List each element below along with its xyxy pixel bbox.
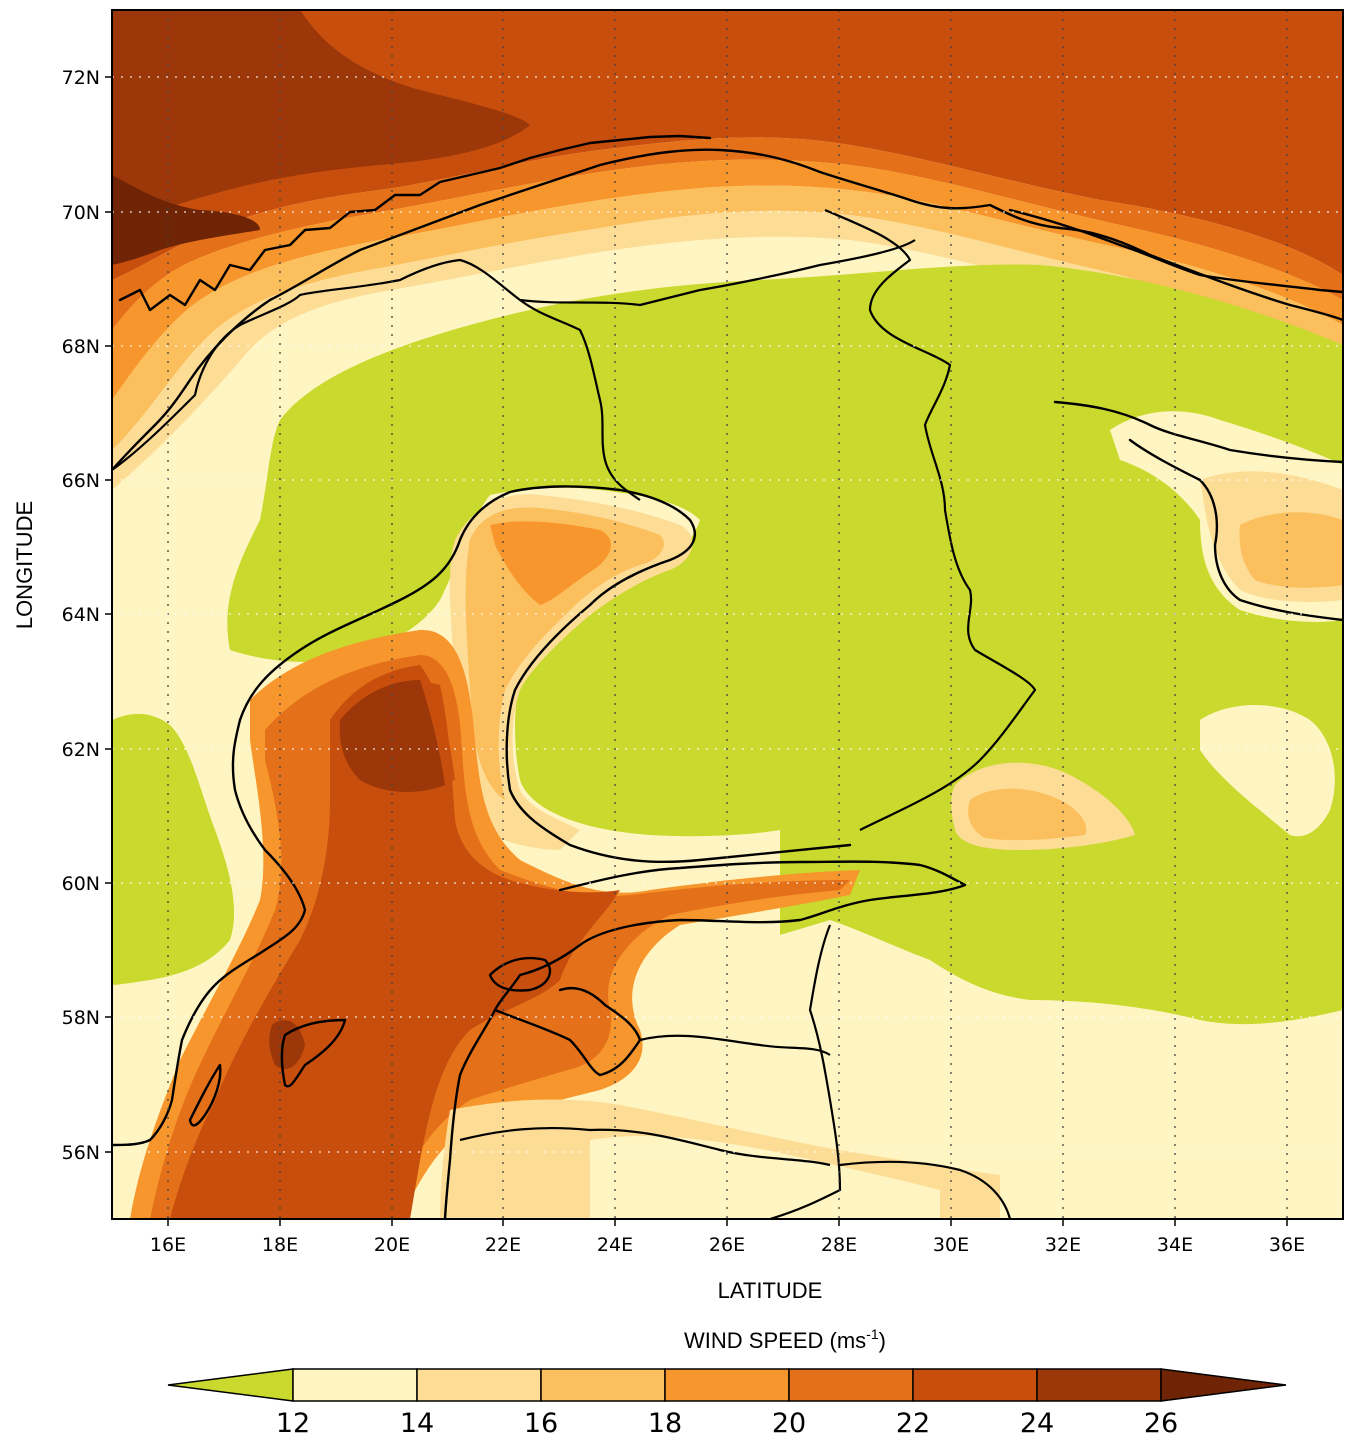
colorbar-label: 18 <box>648 1408 682 1439</box>
coastline-kola <box>1008 208 1343 294</box>
colorbar-swatch-16-18 <box>540 1368 666 1402</box>
x-tick-label: 30E <box>933 1234 969 1256</box>
contour-band-24-26-northwest <box>112 10 530 230</box>
colorbar-swatch-18-20 <box>664 1368 790 1402</box>
colorbar-label: 24 <box>1020 1408 1054 1439</box>
y-tick-label: 66N <box>62 470 100 492</box>
coastline-gulf-of-riga <box>493 986 642 1077</box>
coastline-gulf-of-bothnia <box>238 485 852 864</box>
contour-band-14-16-north <box>112 210 1343 491</box>
contour-band-16-18-southeast <box>968 788 1087 841</box>
contour-band-24-26-south <box>269 1020 305 1069</box>
colorbar-triangle-below-12 <box>167 1368 294 1402</box>
contour-band-20-22-north <box>112 137 1343 330</box>
colorbar-label: 16 <box>524 1408 558 1439</box>
x-tick-label: 18E <box>262 1234 298 1256</box>
coastline-latvia-lithuania <box>443 1008 497 1219</box>
wind-speed-contours <box>112 10 1343 1219</box>
x-tick-label: 26E <box>709 1234 745 1256</box>
y-ticks <box>105 76 112 1153</box>
contour-band-12-14-east <box>1200 705 1335 837</box>
contour-band-below-12-west <box>112 713 235 985</box>
contour-band-12-14-south <box>590 1135 940 1219</box>
colorbar-swatch-22-24 <box>912 1368 1038 1402</box>
x-axis: 16E 18E 20E 22E 24E 26E 28E 30E 32E 34E … <box>150 1219 1305 1303</box>
coastline-norway-islands <box>118 134 712 312</box>
y-tick-label: 72N <box>62 67 100 89</box>
colorbar: WIND SPEED (ms-1) 12 14 16 18 20 22 24 2… <box>167 1326 1287 1439</box>
border-norway-sweden <box>112 239 916 471</box>
x-ticks <box>167 1219 1288 1226</box>
y-tick-label: 58N <box>62 1007 100 1029</box>
colorbar-label: 22 <box>896 1408 930 1439</box>
coastline-saaremaa <box>488 956 552 992</box>
coastlines-and-borders <box>112 134 1343 1219</box>
contour-band-24-26-central <box>339 680 445 792</box>
contour-band-16-18-bothnia <box>465 507 664 800</box>
x-tick-label: 28E <box>821 1234 857 1256</box>
coastline-white-sea <box>1053 400 1343 464</box>
contour-band-22-24-baltic <box>170 681 620 1219</box>
y-tick-label: 64N <box>62 604 100 626</box>
x-tick-label: 22E <box>485 1234 521 1256</box>
colorbar-triangle-above-26 <box>1160 1368 1287 1402</box>
contour-band-18-20-north <box>112 159 1343 400</box>
border-baltic-russia <box>769 924 842 1219</box>
colorbar-swatch-24-26 <box>1036 1368 1162 1402</box>
border-latvia-lithuania <box>459 1126 831 1167</box>
colorbar-title: WIND SPEED (ms-1) <box>684 1326 886 1353</box>
colorbar-swatch-12-14 <box>292 1368 418 1402</box>
y-tick-label: 60N <box>62 873 100 895</box>
y-axis-title: LONGITUDE <box>12 501 37 629</box>
border-belarus <box>839 1160 1012 1219</box>
x-tick-label: 36E <box>1269 1234 1305 1256</box>
coastline-oland <box>188 1063 222 1127</box>
coastline-sweden-east <box>112 718 307 1147</box>
graticule <box>112 10 1343 1219</box>
x-tick-label: 16E <box>150 1234 186 1256</box>
coastline-norway <box>112 148 1343 472</box>
colorbar-swatch-14-16 <box>416 1368 542 1402</box>
colorbar-swatch-20-22 <box>788 1368 914 1402</box>
border-estonia-latvia <box>639 1034 831 1056</box>
contour-band-18-20-bothnia <box>490 521 611 605</box>
colorbar-label: 26 <box>1144 1408 1178 1439</box>
y-tick-label: 56N <box>62 1142 100 1164</box>
x-tick-label: 20E <box>374 1234 410 1256</box>
border-finland-russia <box>824 208 1037 831</box>
contour-band-16-18-north <box>112 185 1343 450</box>
coastline-estonia-gulf-finland <box>493 860 967 1012</box>
x-tick-label: 32E <box>1045 1234 1081 1256</box>
x-tick-label: 24E <box>597 1234 633 1256</box>
y-axis: 72N 70N 68N 66N 64N 62N 60N 58N 56N LONG… <box>12 67 112 1164</box>
coastline-gotland <box>280 1018 347 1088</box>
border-sweden-finland <box>519 299 641 501</box>
contour-band-above-26-northwest <box>112 175 260 265</box>
y-tick-label: 62N <box>62 739 100 761</box>
y-tick-label: 70N <box>62 202 100 224</box>
colorbar-label: 20 <box>772 1408 806 1439</box>
y-tick-label: 68N <box>62 336 100 358</box>
colorbar-title-superscript: -1 <box>866 1326 879 1342</box>
coastline-white-sea-karelia <box>1128 438 1343 622</box>
contour-band-16-18-white-sea <box>1239 512 1343 588</box>
colorbar-label: 12 <box>276 1408 310 1439</box>
colorbar-label: 14 <box>400 1408 434 1439</box>
x-tick-label: 34E <box>1157 1234 1193 1256</box>
x-axis-title: LATITUDE <box>718 1278 823 1303</box>
